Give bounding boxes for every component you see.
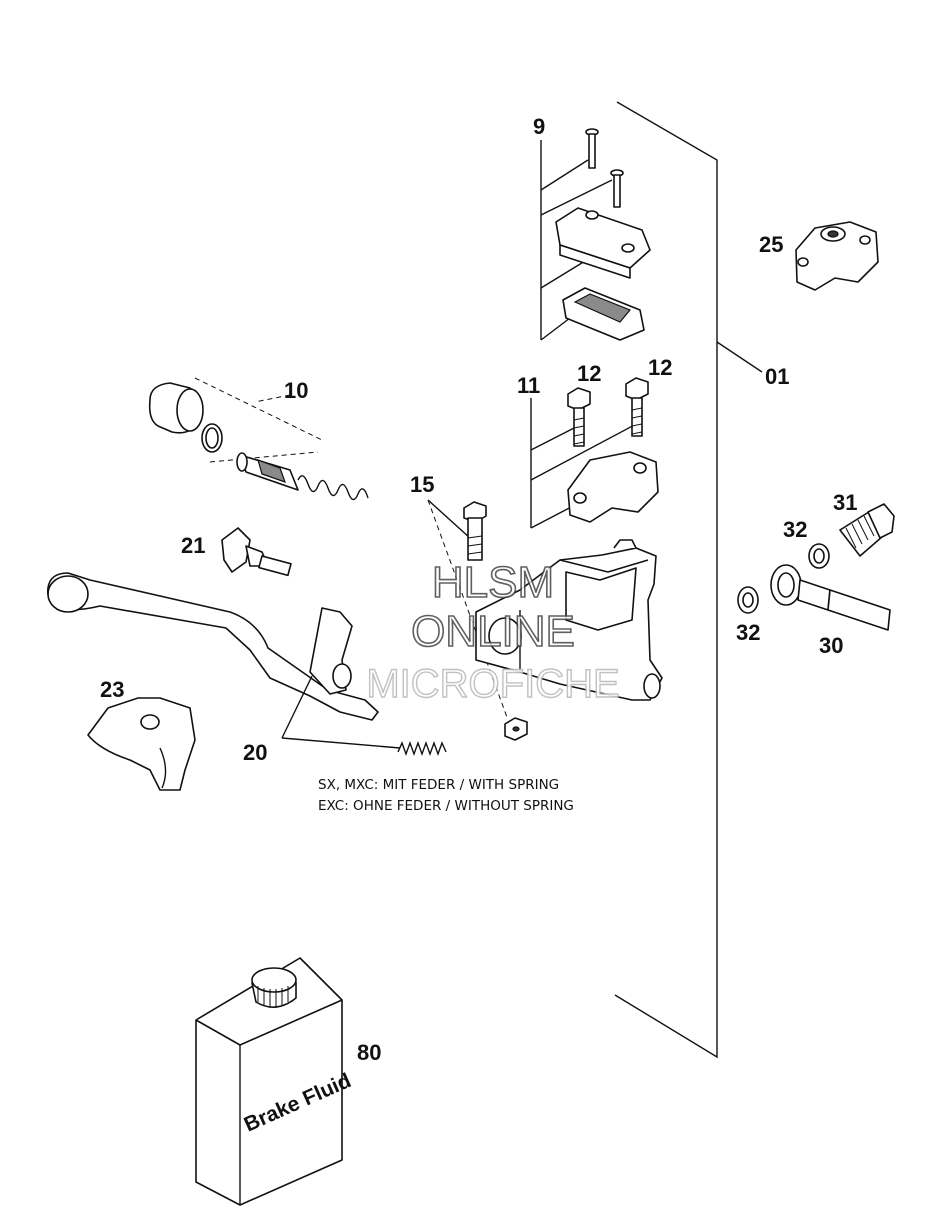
note-with-spring: SX, MXC: MIT FEDER / WITH SPRING [318,777,559,793]
watermark-line2: ONLINE [411,607,575,656]
master-cylinder-body [475,539,663,701]
label-15: 15 [410,472,434,497]
washer-32-top [808,543,830,569]
bolt-12b [625,377,649,437]
piston-kit-10 [148,377,369,501]
label-32-bottom: 32 [736,620,760,645]
label-25: 25 [759,232,783,257]
label-12b: 12 [648,355,672,380]
bolt-12a [567,387,591,447]
label-20: 20 [243,740,267,765]
reservoir-cover [555,207,651,279]
reservoir-membrane [562,287,645,341]
clamp-25 [795,221,879,291]
label-32-top: 32 [783,517,807,542]
lever-spring [397,740,447,757]
adjuster-21 [221,527,292,577]
brake-hose-30 [770,564,891,631]
circlip [201,423,223,453]
brake-line-group [737,503,895,631]
piston [236,452,299,491]
lever-nut [504,717,528,741]
reservoir-cover-group [540,128,651,341]
label-12a: 12 [577,361,601,386]
cover-screw-2 [610,169,624,208]
brake-fluid-bottle-80: Brake Fluid [195,957,355,1206]
assembly-bracket [614,101,763,1059]
watermark-line1: HLSM [432,558,554,607]
return-spring [297,475,369,501]
dust-boot [148,382,204,434]
hand-lever-20 [46,572,447,757]
banjo-bolt-31 [839,503,895,557]
clamp-bolts-group [530,377,659,529]
label-80: 80 [357,1040,381,1065]
label-21: 21 [181,533,205,558]
note-without-spring: EXC: OHNE FEDER / WITHOUT SPRING [318,798,574,814]
cover-screw-1 [585,128,599,169]
label-10: 10 [284,378,308,403]
label-31: 31 [833,490,857,515]
label-01: 01 [765,364,789,389]
label-9: 9 [533,114,545,139]
watermark-line3: MICROFICHE [366,662,619,706]
pivot-bolt-15 [427,499,528,741]
lever-cover-23 [87,697,196,791]
washer-32-bottom [737,586,759,614]
label-11: 11 [517,373,540,398]
label-30: 30 [819,633,843,658]
label-23: 23 [100,677,124,702]
handlebar-clamp-11 [567,451,659,523]
